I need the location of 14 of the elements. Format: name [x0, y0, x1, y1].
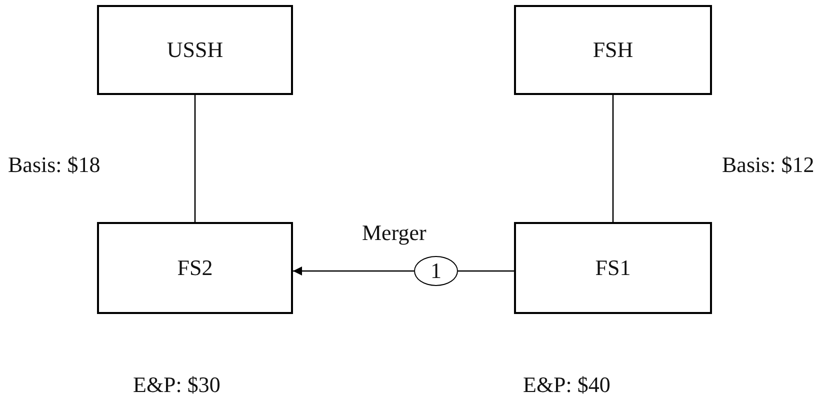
entity-box: USSH	[97, 5, 293, 95]
entity-box: FSH	[514, 5, 712, 95]
arrow	[293, 266, 414, 276]
connector-line	[194, 95, 196, 222]
node-annotation: Merger	[362, 222, 426, 244]
step-circle: 1	[414, 256, 458, 286]
entity-box: FS2	[97, 222, 293, 314]
node-annotation: E&P: $40	[523, 374, 610, 396]
connector-line	[458, 270, 514, 272]
connector-line	[612, 95, 614, 222]
edge-label: Basis: $18	[8, 154, 100, 176]
edge-label: Basis: $12	[722, 154, 814, 176]
node-annotation: E&P: $30	[133, 374, 220, 396]
entity-box: FS1	[514, 222, 712, 314]
